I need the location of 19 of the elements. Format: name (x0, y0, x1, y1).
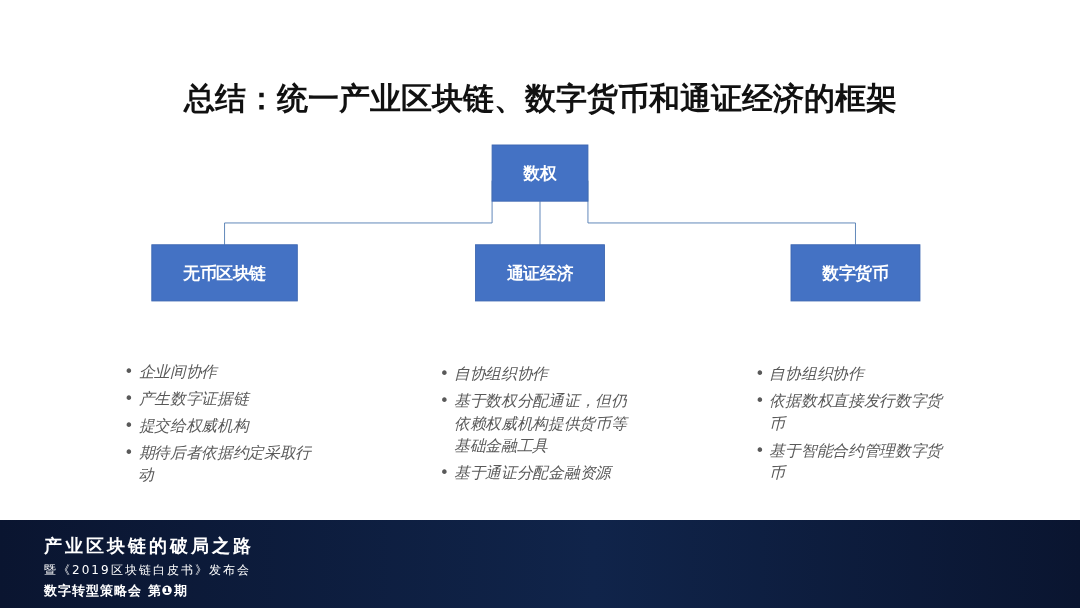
node-label: • 自协组织协作 (755, 364, 864, 383)
node-label: • 依据数权直接发行数字货币 (755, 391, 943, 433)
node-box: 数权 (491, 144, 589, 202)
banner-heading: 产业区块链的破局之路 (44, 534, 254, 558)
node-label: • 基于通证分配金融资源 (439, 463, 611, 483)
slide-title: 总结：统一产业区块链、数字货币和通证经济的框架 (183, 79, 897, 118)
node-box: 无币区块链 (151, 244, 298, 302)
node-label: • 基于数权分配通证，但仍依赖权威机构提供货币等基础金融工具 (439, 391, 627, 456)
node-label: • 期待后者依据约定采取行动 (124, 443, 312, 485)
connector (539, 200, 541, 246)
node-label: • 自协组织协作 (439, 364, 549, 383)
node-label: • 基于智能合约管理数字货币 (755, 441, 943, 483)
node-label: • 产生数字证据链 (124, 389, 249, 408)
node-label: • 企业间协作 (124, 361, 217, 381)
banner-note: 数字转型策略会 第❶期 (44, 582, 188, 600)
node-label: • 提交给权威机构 (124, 416, 249, 435)
banner-subheading: 暨《2019区块链白皮书》发布会 (44, 562, 251, 579)
node-box: 通证经济 (475, 244, 605, 302)
node-box: 数字货币 (790, 244, 921, 302)
